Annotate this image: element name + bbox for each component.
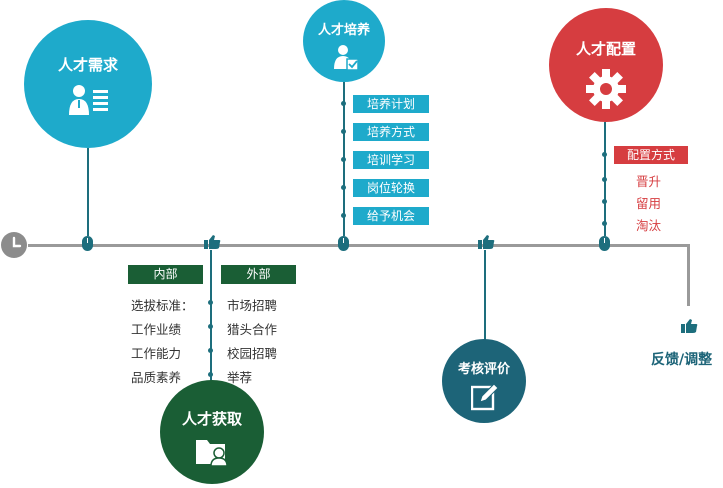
talent-demand-title: 人才需求	[57, 56, 118, 74]
training-dot-5	[341, 213, 346, 218]
talent-demand-marker	[82, 236, 93, 251]
talent-training-title: 人才培养	[317, 23, 370, 38]
talent-allocation-title: 人才配置	[575, 40, 636, 58]
allocation-header: 配置方式	[614, 146, 688, 164]
talent-acquisition-node: 人才获取	[160, 380, 264, 484]
internal-item: 工作业绩	[131, 322, 182, 337]
allocation-item: 淘汰	[636, 218, 662, 233]
pointing-hand-icon	[203, 234, 221, 254]
acquisition-dot-3	[208, 348, 213, 353]
acquisition-dot-1	[208, 300, 213, 305]
evaluation-title: 考核评价	[457, 362, 510, 377]
feedback-hand-icon	[680, 318, 698, 338]
feedback-label: 反馈/调整	[651, 352, 713, 368]
internal-label: 内部	[128, 265, 203, 284]
staff-list-icon	[69, 84, 109, 120]
timeline-end-drop	[687, 244, 690, 306]
training-item: 岗位轮换	[353, 179, 429, 197]
training-dot-1	[341, 101, 346, 106]
timeline-line	[28, 244, 690, 247]
allocation-item: 晋升	[636, 174, 662, 189]
internal-item: 选拔标准：	[131, 298, 194, 313]
internal-item: 品质素养	[131, 370, 182, 385]
training-item: 培养计划	[353, 95, 429, 113]
allocation-item: 留用	[636, 196, 662, 211]
clock-icon	[0, 231, 28, 259]
training-dot-3	[341, 157, 346, 162]
external-item: 市场招聘	[227, 298, 278, 313]
gear-icon	[585, 68, 627, 114]
evaluation-hand-icon	[477, 234, 495, 254]
evaluation-connector	[484, 250, 486, 340]
allocation-dot-1	[602, 152, 607, 157]
acquisition-dot-2	[208, 324, 213, 329]
training-item: 培训学习	[353, 151, 429, 169]
person-check-icon	[334, 44, 360, 76]
training-item: 培养方式	[353, 123, 429, 141]
folder-person-icon	[195, 436, 229, 470]
internal-item: 工作能力	[131, 346, 182, 361]
allocation-dot-2	[602, 177, 607, 182]
talent-acquisition-connector	[210, 250, 212, 395]
allocation-dot-3	[602, 199, 607, 204]
evaluation-node: 考核评价	[442, 339, 526, 423]
pencil-edit-icon	[470, 383, 499, 415]
talent-training-marker	[338, 236, 349, 251]
external-item: 校园招聘	[227, 346, 278, 361]
training-dot-2	[341, 129, 346, 134]
training-item: 给予机会	[353, 207, 429, 225]
talent-training-node: 人才培养	[303, 0, 385, 82]
external-item: 猎头合作	[227, 322, 278, 337]
allocation-dot-4	[602, 221, 607, 226]
training-dot-4	[341, 185, 346, 190]
talent-allocation-marker	[599, 236, 610, 251]
external-label: 外部	[221, 265, 296, 284]
talent-allocation-node: 人才配置	[549, 8, 663, 122]
talent-acquisition-title: 人才获取	[181, 410, 242, 428]
talent-demand-connector	[87, 148, 89, 236]
acquisition-dot-4	[208, 372, 213, 377]
talent-demand-node: 人才需求	[24, 20, 152, 148]
external-item: 举荐	[227, 370, 253, 385]
